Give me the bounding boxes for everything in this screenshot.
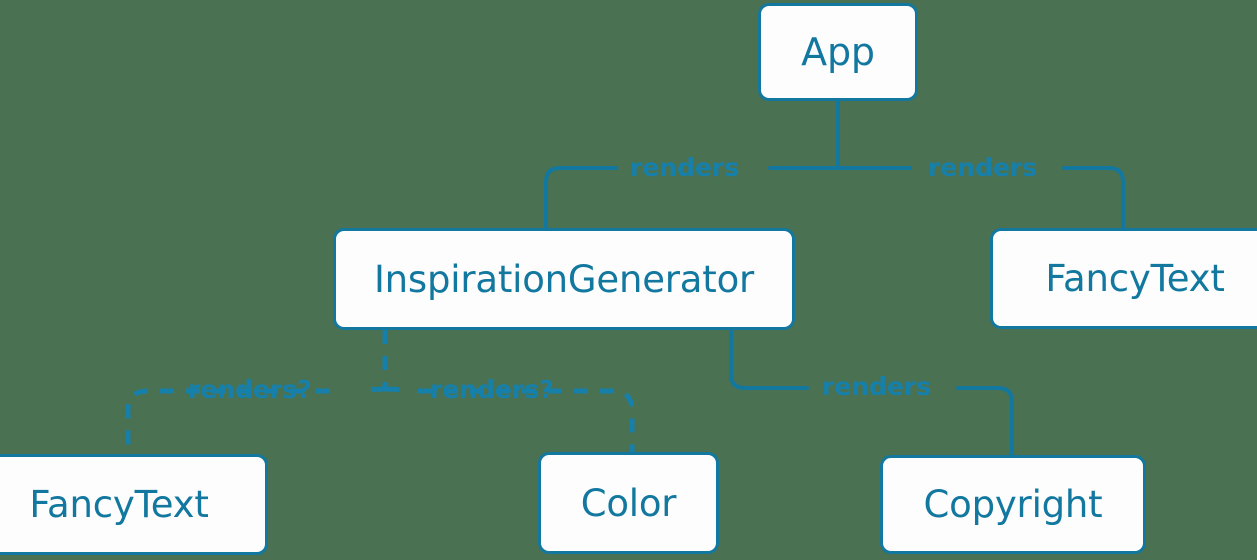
edge-label-inspiration-to-fancytext: renders? (188, 375, 312, 404)
node-color-label: Color (580, 481, 677, 525)
node-app-label: App (801, 30, 875, 74)
edge-label-app-to-inspiration: renders (630, 153, 740, 182)
edge-label-inspiration-to-color: renders? (430, 375, 554, 404)
node-fancytext-right[interactable]: FancyText (990, 228, 1257, 329)
node-inspiration-generator[interactable]: InspirationGenerator (333, 228, 795, 330)
edge-label-app-to-fancytext: renders (928, 153, 1038, 182)
node-color[interactable]: Color (538, 452, 719, 554)
edge-label-inspiration-to-copyright: renders (822, 372, 932, 401)
node-fancytext-left[interactable]: FancyText (0, 454, 268, 555)
node-copyright[interactable]: Copyright (880, 455, 1146, 554)
edge-inspiration-to-color (384, 386, 635, 452)
node-inspiration-generator-label: InspirationGenerator (373, 257, 755, 301)
node-app[interactable]: App (758, 3, 918, 101)
node-fancytext-left-label: FancyText (29, 483, 209, 526)
node-fancytext-right-label: FancyText (1045, 257, 1225, 300)
edge-app-to-inspiration (544, 166, 840, 230)
node-copyright-label: Copyright (923, 483, 1103, 526)
edge-app-to-fancytext (836, 166, 1125, 230)
edge-inspiration-to-copyright (729, 328, 1014, 457)
edge-inspiration-to-fancytext (125, 386, 386, 454)
